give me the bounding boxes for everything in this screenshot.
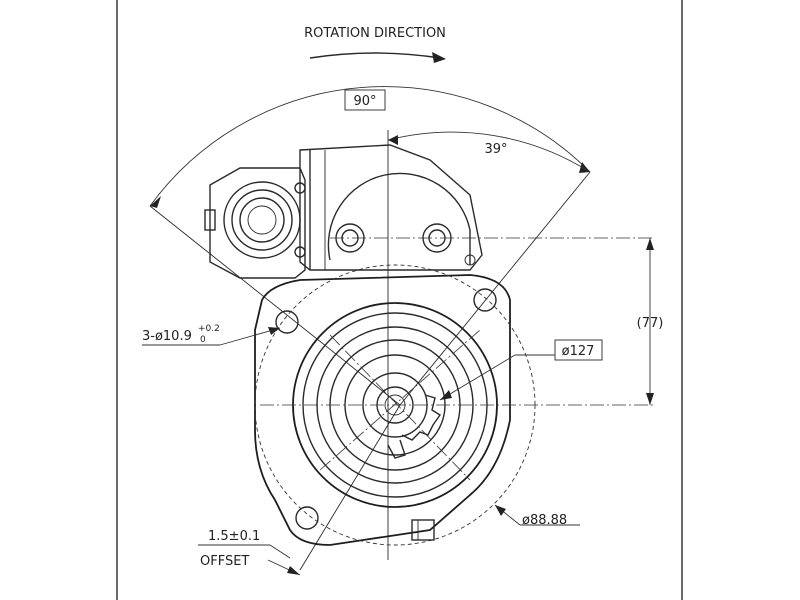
bottom-tab [411, 519, 435, 541]
angle-39-label: 39° [484, 142, 507, 157]
center-lines [260, 329, 655, 481]
dimension-77-label: (77) [637, 316, 664, 331]
dimension-77: (77) [637, 238, 664, 405]
bolt-circle-label: ø88.88 [522, 513, 567, 528]
offset-label: OFFSET [200, 554, 249, 569]
pinion-gear [387, 394, 441, 459]
holes-label: 3-ø10.9 [142, 329, 192, 344]
angle-90-label: 90° [353, 94, 376, 109]
rotation-arrow [309, 52, 446, 63]
offset-callout: 1.5±0.1 OFFSET [198, 529, 301, 576]
rotation-direction-title: ROTATION DIRECTION [304, 26, 446, 41]
offset-value-label: 1.5±0.1 [208, 529, 260, 544]
angle-39-dimension: 39° [387, 131, 591, 173]
holes-callout: 3-ø10.9 +0.2 0 [142, 324, 281, 346]
pilot-diameter-label: ø127 [562, 344, 595, 359]
holes-tolerance-upper: +0.2 [198, 324, 220, 334]
bolt-circle-callout: ø88.88 [494, 504, 580, 528]
mounting-flange [254, 274, 511, 546]
angle-90-dimension: 90° [149, 86, 591, 208]
solenoid-terminal [204, 144, 483, 279]
holes-tolerance-lower: 0 [200, 335, 206, 345]
solenoid-body [327, 172, 655, 266]
pilot-diameter-callout: ø127 [439, 339, 603, 401]
drawing-frame [116, 0, 683, 600]
